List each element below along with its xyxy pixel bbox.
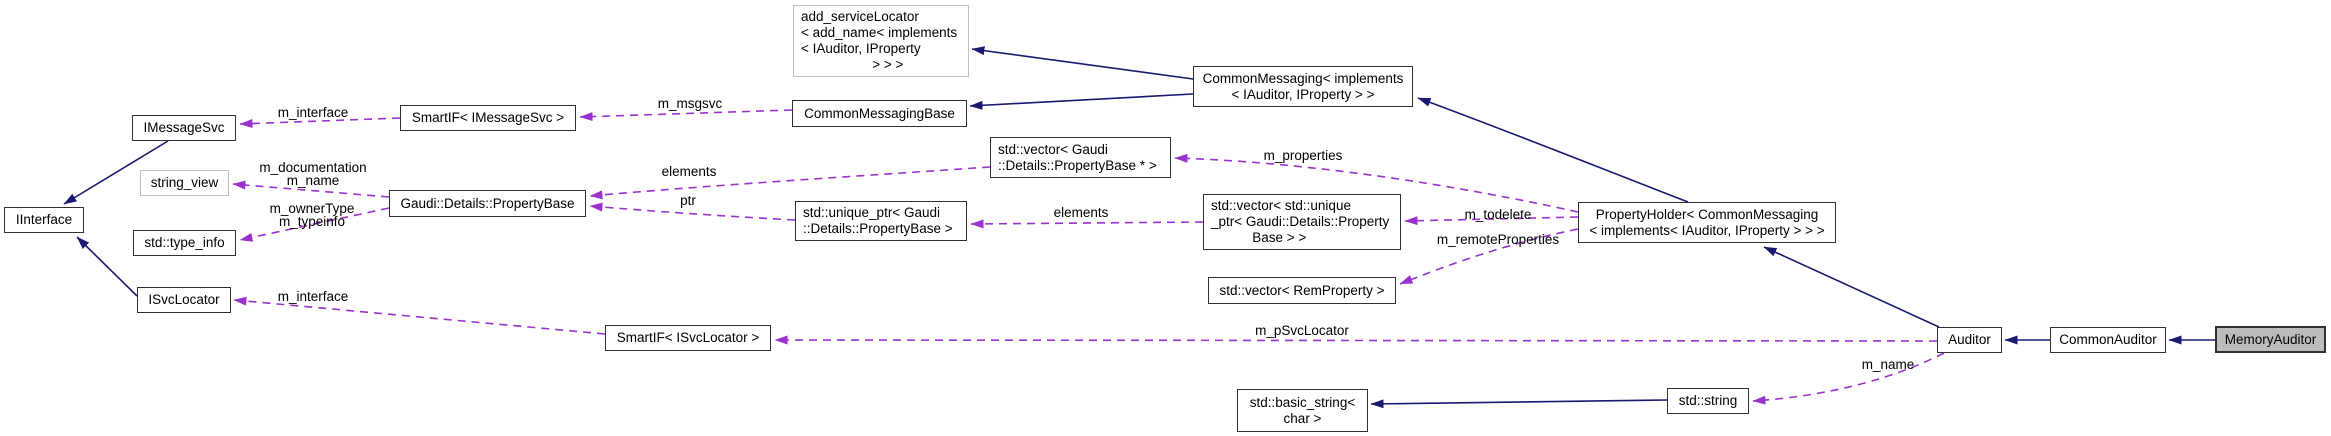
edge-propertybase-to-stringview <box>232 180 390 198</box>
edge-vector-uniqueptr-to-uniqueptr <box>970 219 1204 229</box>
edge-label-m-name: m_name <box>1861 357 1915 372</box>
node-std-unique-ptr-propertybase[interactable]: std::unique_ptr< Gaudi ::Details::Proper… <box>795 201 967 241</box>
edge-label-ptr: ptr <box>680 193 696 208</box>
edge-auditor-to-stdstring <box>1752 352 1945 405</box>
node-std-string[interactable]: std::string <box>1667 388 1749 414</box>
edge-auditor-to-smartif-isvclocator <box>774 335 1938 345</box>
node-std-vector-unique-ptr[interactable]: std::vector< std::unique _ptr< Gaudi::De… <box>1203 194 1401 250</box>
node-std-vector-remproperty[interactable]: std::vector< RemProperty > <box>1208 277 1396 304</box>
edge-label-elements-right: elements <box>1053 205 1109 220</box>
node-memoryauditor: MemoryAuditor <box>2215 326 2326 353</box>
edge-propertyholder-to-vector-propertybase <box>1174 153 1579 213</box>
edge-label-m-interface-svclocator: m_interface <box>277 289 349 304</box>
edge-label-m-interface-msgsvc: m_interface <box>277 105 349 120</box>
edge-label-m-documentation-m-name: m_documentation m_name <box>259 160 367 188</box>
edge-auditor-to-propertyholder <box>1763 246 1940 328</box>
edge-label-m-psvclocator: m_pSvcLocator <box>1255 323 1349 338</box>
node-propertyholder[interactable]: PropertyHolder< CommonMessaging < implem… <box>1578 202 1836 243</box>
node-add-servicelocator: add_serviceLocator < add_name< implement… <box>793 5 969 77</box>
edge-label-m-properties: m_properties <box>1263 148 1343 163</box>
edge-label-elements-left: elements <box>661 164 717 179</box>
edge-smartif-imessagesvc-to-imessagesvc <box>239 117 401 129</box>
edge-commonmessagingbase-to-smartif-imessagesvc <box>579 109 793 122</box>
edge-label-m-ownertype-m-typeinfo: m_ownerType m_typeinfo <box>269 201 355 229</box>
edge-propertyholder-to-commonmessaging <box>1417 97 1689 203</box>
edge-uniqueptr-to-propertybase <box>589 202 796 221</box>
node-commonauditor[interactable]: CommonAuditor <box>2050 327 2166 353</box>
edge-propertyholder-to-vector-uniqueptr <box>1404 216 1579 226</box>
node-commonmessaging[interactable]: CommonMessaging< implements < IAuditor, … <box>1193 66 1413 107</box>
node-std-type-info[interactable]: std::type_info <box>133 230 236 256</box>
edge-stdstring-to-basicstring <box>1370 399 1668 409</box>
edge-propertybase-to-typeinfo <box>239 207 390 242</box>
edge-label-m-todelete: m_todelete <box>1464 207 1532 222</box>
node-std-vector-propertybase-ptr[interactable]: std::vector< Gaudi ::Details::PropertyBa… <box>990 137 1171 178</box>
node-imessagesvc[interactable]: IMessageSvc <box>132 115 236 141</box>
node-gaudi-details-propertybase[interactable]: Gaudi::Details::PropertyBase <box>389 190 586 217</box>
node-smartif-isvclocator[interactable]: SmartIF< ISvcLocator > <box>605 325 771 351</box>
node-smartif-imessagesvc[interactable]: SmartIF< IMessageSvc > <box>400 105 576 131</box>
edge-label-m-remoteproperties: m_remoteProperties <box>1436 232 1560 247</box>
node-iinterface[interactable]: IInterface <box>4 207 84 233</box>
edge-imessagesvc-to-iinterface <box>63 140 169 205</box>
node-string-view: string_view <box>140 170 229 196</box>
node-auditor[interactable]: Auditor <box>1937 327 2002 353</box>
edge-smartif-isvclocator-to-isvclocator <box>233 296 606 335</box>
node-isvclocator[interactable]: ISvcLocator <box>137 287 231 313</box>
edge-commonmessaging-to-commonmessagingbase <box>969 93 1194 110</box>
edge-isvclocator-to-iinterface <box>76 236 138 297</box>
node-std-basic-string-char[interactable]: std::basic_string< char > <box>1237 389 1368 432</box>
edge-label-m-msgsvc: m_msgsvc <box>657 96 723 111</box>
edge-vector-propertybase-to-propertybase <box>589 166 991 200</box>
edge-commonmessaging-to-add-servicelocator <box>971 46 1194 80</box>
node-commonmessagingbase[interactable]: CommonMessagingBase <box>792 100 967 127</box>
